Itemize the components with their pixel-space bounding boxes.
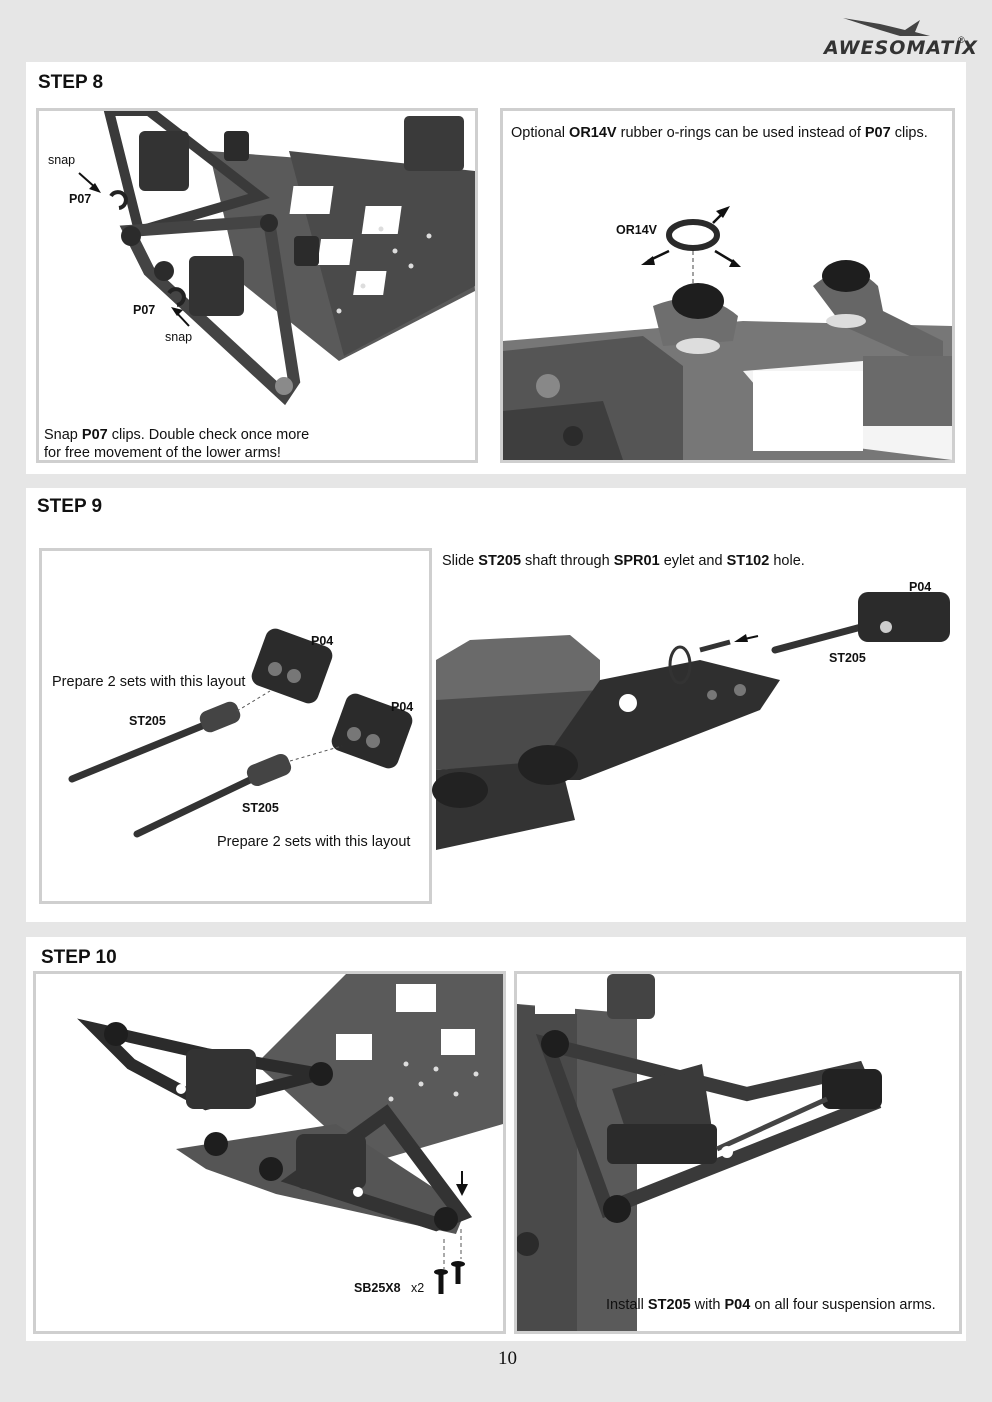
- step10-title: STEP 10: [41, 947, 117, 968]
- label-p07-bottom: P07: [133, 303, 156, 317]
- label-screw-qty: x2: [411, 1281, 425, 1295]
- step9-caption-top: Prepare 2 sets with this layout: [52, 674, 246, 690]
- label-snap-top: snap: [48, 153, 76, 167]
- label-p07-top: P07: [69, 192, 92, 206]
- oring-illustration: [503, 206, 952, 460]
- step8-title: STEP 8: [38, 72, 104, 93]
- bird-logo-icon: [843, 18, 930, 36]
- step8-left-panel: snap P07 P07 snap Snap P07 clips. Double…: [36, 108, 478, 463]
- label-or14v: OR14V: [616, 223, 657, 237]
- step9-caption-bottom: Prepare 2 sets with this layout: [217, 834, 411, 850]
- shaft-parts-illustration: [68, 628, 413, 838]
- logo-text: AWESOMATIX: [824, 37, 978, 59]
- step10-right-panel: Install ST205 with P04 on all four suspe…: [514, 971, 962, 1334]
- step10-left-panel: SB25X8 x2: [33, 971, 506, 1334]
- label-screw-sb25x8: SB25X8: [354, 1281, 401, 1295]
- step9-title: STEP 9: [37, 496, 103, 517]
- label-snap-bottom: snap: [165, 330, 193, 344]
- label-st205-assembly: ST205: [829, 651, 866, 665]
- step9-left-panel: P04 P04 ST205 ST205 Prepare 2 sets with …: [39, 548, 432, 904]
- chassis-front-illustration: [78, 111, 475, 406]
- step9-right-caption: Slide ST205 shaft through SPR01 eylet an…: [442, 553, 805, 569]
- rear-corner-assembly-illustration: [517, 974, 882, 1331]
- label-p04-assembly: P04: [909, 580, 932, 594]
- step8-right-caption: Optional OR14V rubber o-rings can be use…: [511, 125, 928, 141]
- page-number: 10: [498, 1348, 517, 1369]
- step8-left-caption-line2: for free movement of the lower arms!: [44, 445, 281, 461]
- registered-mark: ®: [958, 35, 965, 45]
- step10-right-caption: Install ST205 with P04 on all four suspe…: [606, 1297, 936, 1313]
- label-p04-b: P04: [391, 700, 414, 714]
- label-st205-b: ST205: [242, 801, 279, 815]
- step8-left-caption-line1: Snap P07 clips. Double check once more: [44, 427, 310, 443]
- front-corner-assembly-illustration: [77, 974, 503, 1294]
- step8-right-panel: Optional OR14V rubber o-rings can be use…: [500, 108, 955, 463]
- label-st205-a: ST205: [129, 714, 166, 728]
- label-p04-a: P04: [311, 634, 334, 648]
